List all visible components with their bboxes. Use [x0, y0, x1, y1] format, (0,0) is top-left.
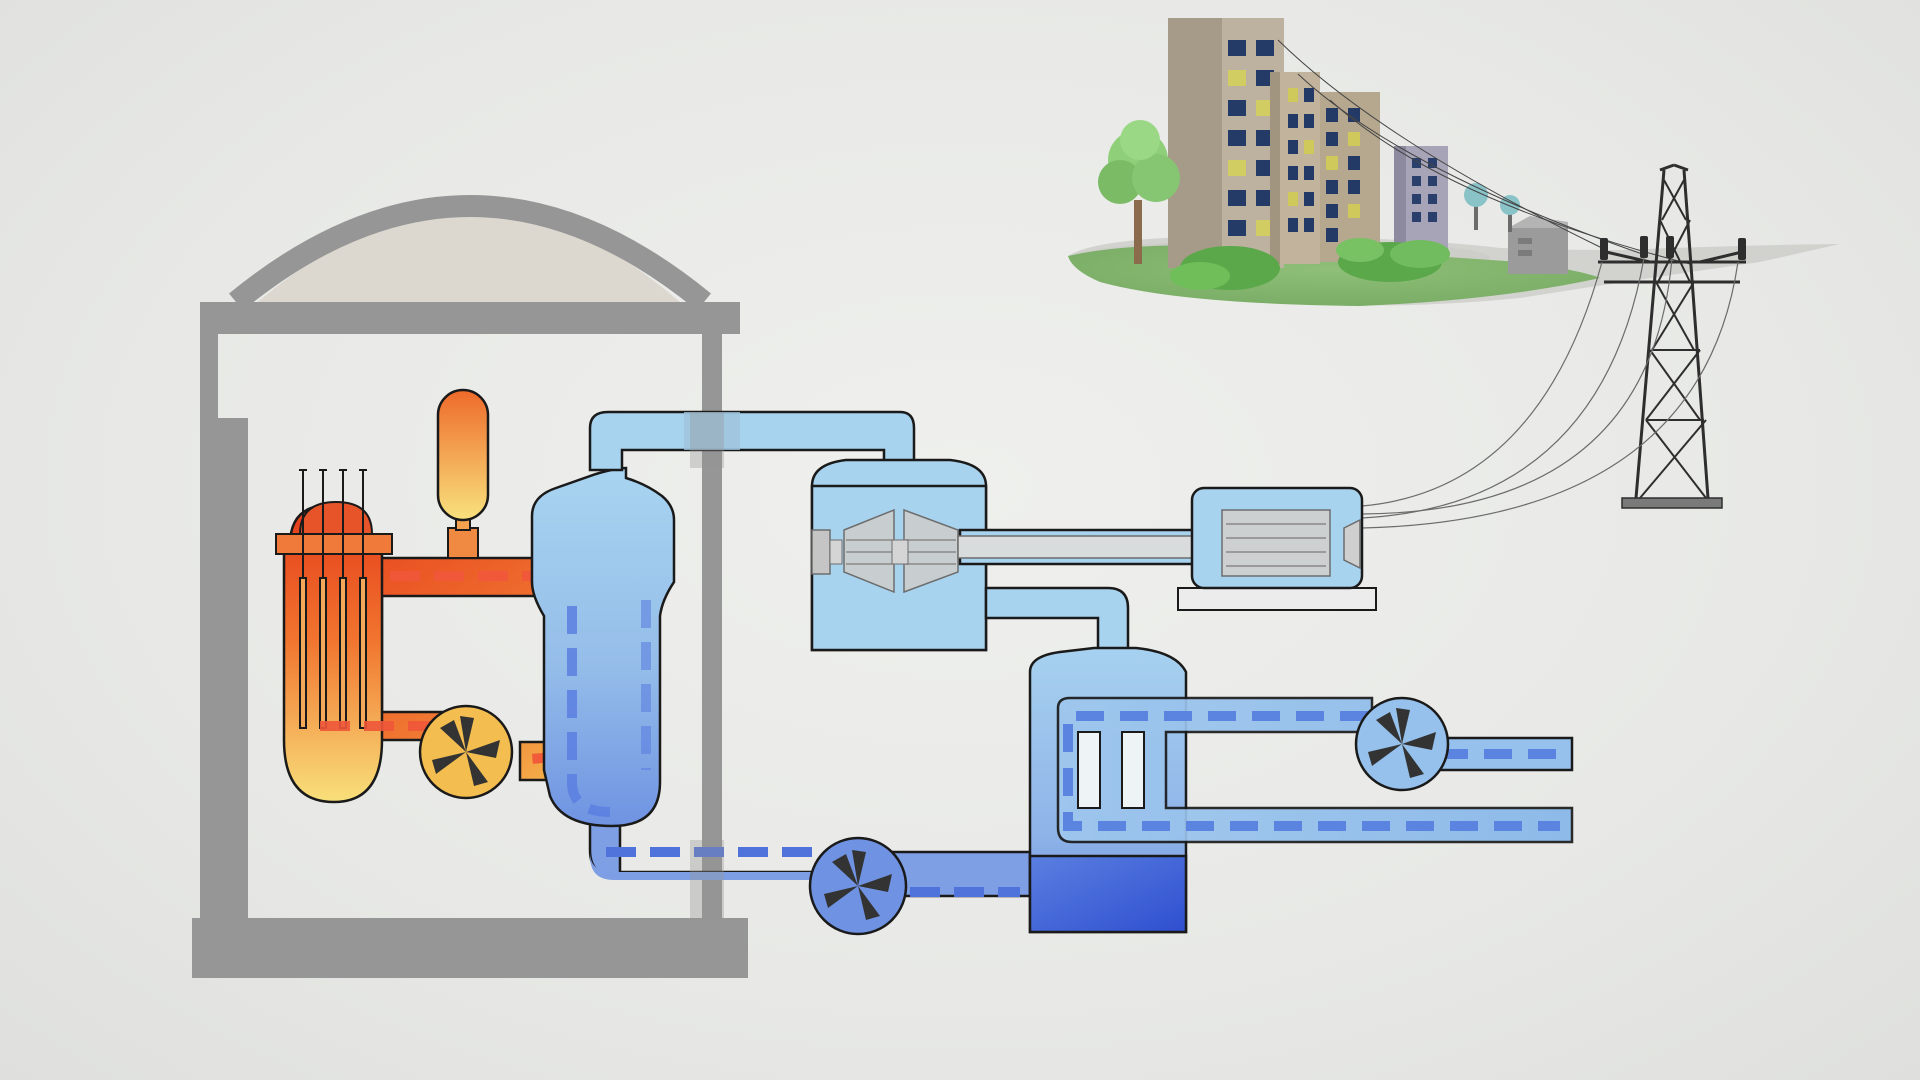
control-rod: [299, 469, 307, 729]
generator-power-lines: [1361, 257, 1739, 529]
tree-left: [1098, 120, 1180, 264]
containment-building: [192, 195, 748, 978]
exhaust-pipe: [984, 586, 1130, 662]
city: [1068, 18, 1840, 306]
containment-base: [192, 918, 748, 978]
electric-generator: [1177, 486, 1377, 611]
building-small: [1394, 146, 1448, 256]
containment-wall-overlay: [690, 412, 724, 920]
turbine-shaft: [957, 528, 1226, 566]
substation: [1508, 216, 1568, 274]
pressurizer: [436, 388, 490, 559]
fan-icon: [1368, 708, 1436, 778]
bushes: [1170, 238, 1450, 290]
steam-generator: [530, 466, 1032, 898]
containment-dome: [229, 195, 711, 311]
cooling-water-pump: [1354, 696, 1450, 792]
fan-icon: [432, 716, 500, 786]
fan-icon: [824, 850, 892, 920]
cooling-water-loop: [1056, 696, 1574, 844]
city-power-lines: [1277, 39, 1691, 265]
feedwater-flow-dashes: [606, 847, 1020, 897]
primary-coolant-pump: [418, 704, 514, 800]
steam-turbine: [810, 458, 988, 652]
cooling-flow-dashes: [1063, 711, 1560, 831]
feedwater-pump: [808, 836, 908, 936]
sg-flow-dashes: [567, 600, 651, 817]
control-rods: [299, 469, 367, 729]
reactor-vessel: [275, 500, 393, 804]
transmission-tower: [1598, 163, 1746, 509]
building-tall: [1168, 18, 1320, 268]
control-rod: [359, 469, 367, 729]
